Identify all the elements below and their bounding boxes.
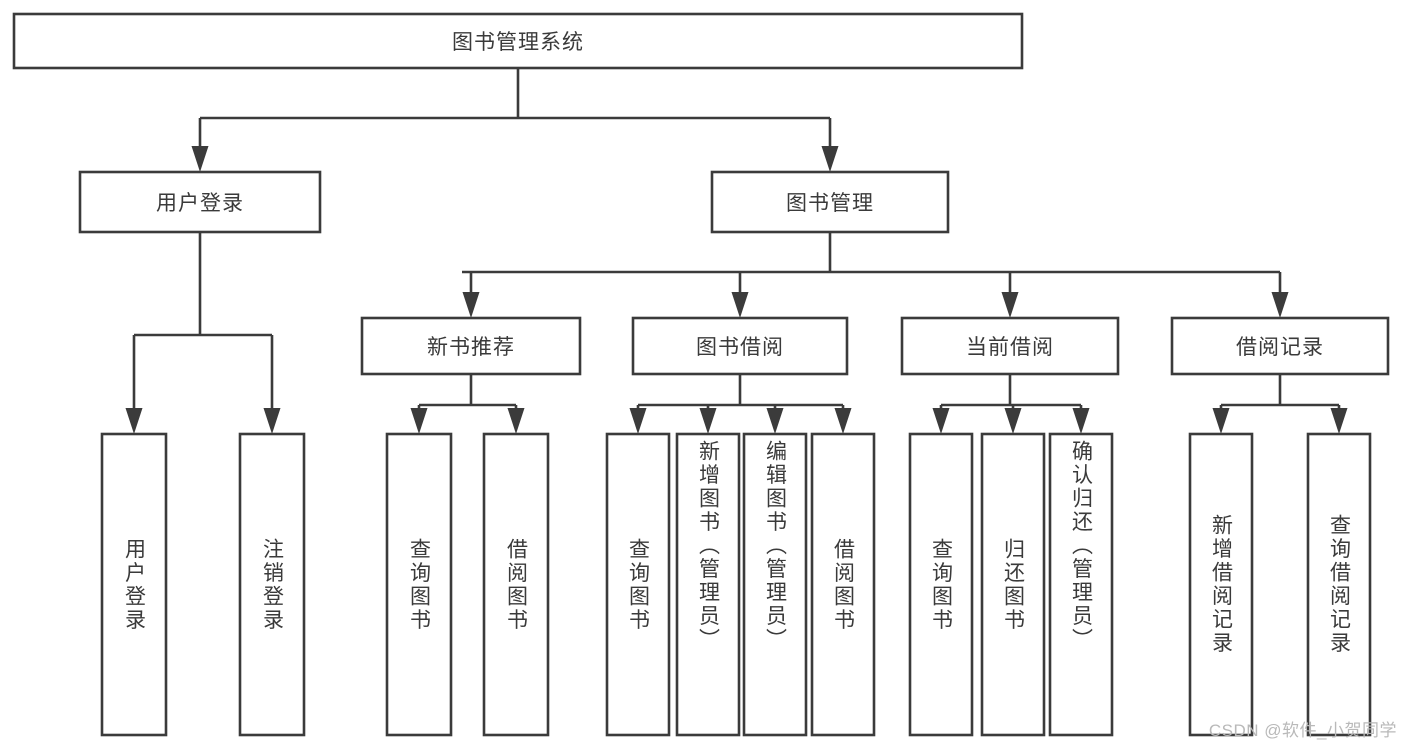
bus-book-borrow-arrow-3-head (834, 408, 852, 434)
bus-book-manage-arrow-1-head (731, 292, 749, 318)
node-box-leaf-borrow-book-1[interactable] (482, 432, 550, 737)
bus-book-manage-arrow-0-head (462, 292, 480, 318)
bus-current-borrow-arrow-2-head (1072, 408, 1090, 434)
bus-book-borrow-arrow-2-head (766, 408, 784, 434)
bus-root-arrow-1-head (821, 146, 839, 172)
node-box-leaf-edit-book[interactable] (742, 432, 808, 737)
node-box-book-borrow[interactable] (631, 316, 849, 376)
bus-book-manage-arrow-2-head (1001, 292, 1019, 318)
bus-user-login-arrow-1-head (263, 408, 281, 434)
node-box-leaf-borrow-book-2[interactable] (810, 432, 876, 737)
node-box-leaf-return-book[interactable] (980, 432, 1046, 737)
node-box-root[interactable] (12, 12, 1024, 70)
bus-borrow-record-arrow-0-head (1212, 408, 1230, 434)
node-box-leaf-query-record[interactable] (1306, 432, 1372, 737)
bus-new-book-arrow-0-head (410, 408, 428, 434)
bus-book-borrow-arrow-1-head (699, 408, 717, 434)
node-box-new-book-recommend[interactable] (360, 316, 582, 376)
node-box-leaf-confirm-return[interactable] (1048, 432, 1114, 737)
node-box-leaf-add-record[interactable] (1188, 432, 1254, 737)
bus-user-login-arrow-0-head (125, 408, 143, 434)
bus-current-borrow-arrow-0-head (932, 408, 950, 434)
node-box-leaf-query-book-1[interactable] (385, 432, 453, 737)
node-box-leaf-query-book-2[interactable] (605, 432, 671, 737)
bus-book-borrow-arrow-0-head (629, 408, 647, 434)
bus-current-borrow-arrow-1-head (1004, 408, 1022, 434)
node-box-book-manage[interactable] (710, 170, 950, 234)
node-box-borrow-record[interactable] (1170, 316, 1390, 376)
bus-root-arrow-0-head (191, 146, 209, 172)
node-box-leaf-logout[interactable] (238, 432, 306, 737)
node-box-current-borrow[interactable] (900, 316, 1120, 376)
node-box-leaf-query-book-3[interactable] (908, 432, 974, 737)
node-box-user-login[interactable] (78, 170, 322, 234)
bus-new-book-arrow-1-head (507, 408, 525, 434)
bus-borrow-record-arrow-1-head (1330, 408, 1348, 434)
node-box-leaf-user-login[interactable] (100, 432, 168, 737)
node-box-leaf-add-book[interactable] (675, 432, 741, 737)
bus-book-manage-arrow-3-head (1271, 292, 1289, 318)
